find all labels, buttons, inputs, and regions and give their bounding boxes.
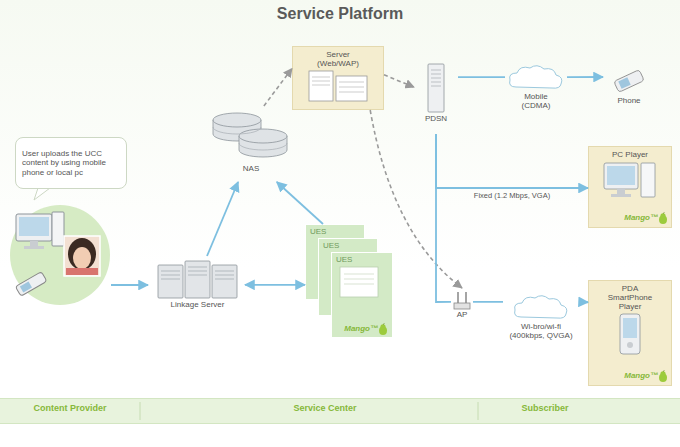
node-label: User uploads the UCC content by using mo… <box>22 149 120 177</box>
player-box: PDA SmartPhone PlayerMango™ <box>588 280 672 386</box>
callout-box: User uploads the UCC content by using mo… <box>15 137 127 189</box>
network-link <box>436 134 451 302</box>
ues-box: UES Mango™ <box>331 252 393 338</box>
server-node: Linkage Server <box>150 256 245 320</box>
network-cloud <box>506 62 566 92</box>
brand-logo: Mango™ <box>624 370 668 382</box>
storage-node: NAS <box>208 106 294 182</box>
pc-icon <box>600 159 660 201</box>
node-label: Phone <box>617 96 640 105</box>
network-cloud-node: Wi-bro/wi-fi (400kbps, QVGA) <box>503 292 579 344</box>
pda-icon <box>613 312 647 356</box>
phone-icon <box>607 66 651 96</box>
node-label: UES <box>323 241 339 250</box>
node-label: NAS <box>243 164 259 173</box>
node-label: Wi-bro/wi-fi (400kbps, QVGA) <box>505 322 577 340</box>
brand-logo-text: Mango™ <box>624 213 658 222</box>
storage-icon <box>209 106 293 164</box>
network-link <box>567 76 603 78</box>
brand-logo-text: Mango™ <box>344 324 378 333</box>
network-link <box>207 182 238 256</box>
network-link <box>277 182 323 224</box>
diagram-title: Service Platform <box>0 5 680 23</box>
player-box: PC PlayerMango™ <box>588 146 672 228</box>
network-cloud <box>511 292 571 322</box>
region-label: Subscriber <box>490 403 600 413</box>
link-label: Fixed (1.2 Mbps, VGA) <box>457 191 567 200</box>
node-label: PC Player <box>612 150 648 159</box>
node-label: Linkage Server <box>171 300 225 309</box>
brand-logo: Mango™ <box>344 323 388 335</box>
mango-pear-icon <box>658 370 668 382</box>
server-box: Server (Web/WAP) <box>292 46 384 110</box>
mango-pear-icon <box>378 323 388 335</box>
server-rack-icon <box>155 256 240 300</box>
node-label: UES <box>336 255 352 264</box>
mango-pear-icon <box>658 212 668 224</box>
network-link <box>436 134 588 188</box>
gateway-node: PDSN <box>414 62 458 134</box>
device-node: Phone <box>603 66 655 116</box>
brand-logo: Mango™ <box>624 212 668 224</box>
ues-server-icon <box>336 264 382 300</box>
node-label: Mobile (CDMA) <box>514 92 558 110</box>
network-link <box>458 76 505 78</box>
brand-logo-text: Mango™ <box>624 371 658 380</box>
node-label: Server (Web/WAP) <box>312 50 364 68</box>
dashed-flow-arrow <box>384 75 414 87</box>
node-label: UES <box>310 227 326 236</box>
node-label: PDA SmartPhone Player <box>600 284 660 312</box>
node-label: AP <box>457 310 468 319</box>
region-label: Content Provider <box>10 403 130 413</box>
dashed-flow-arrow <box>264 68 292 106</box>
web-server-icon <box>303 68 373 102</box>
network-link <box>579 301 588 303</box>
network-link <box>245 284 305 286</box>
node-label: PDSN <box>425 114 447 123</box>
router-tower-icon <box>421 62 451 114</box>
network-link <box>473 301 503 303</box>
access-point-icon <box>451 288 473 310</box>
access-point-node: AP <box>451 288 473 322</box>
region-label: Service Center <box>250 403 400 413</box>
network-cloud-node: Mobile (CDMA) <box>505 62 567 118</box>
